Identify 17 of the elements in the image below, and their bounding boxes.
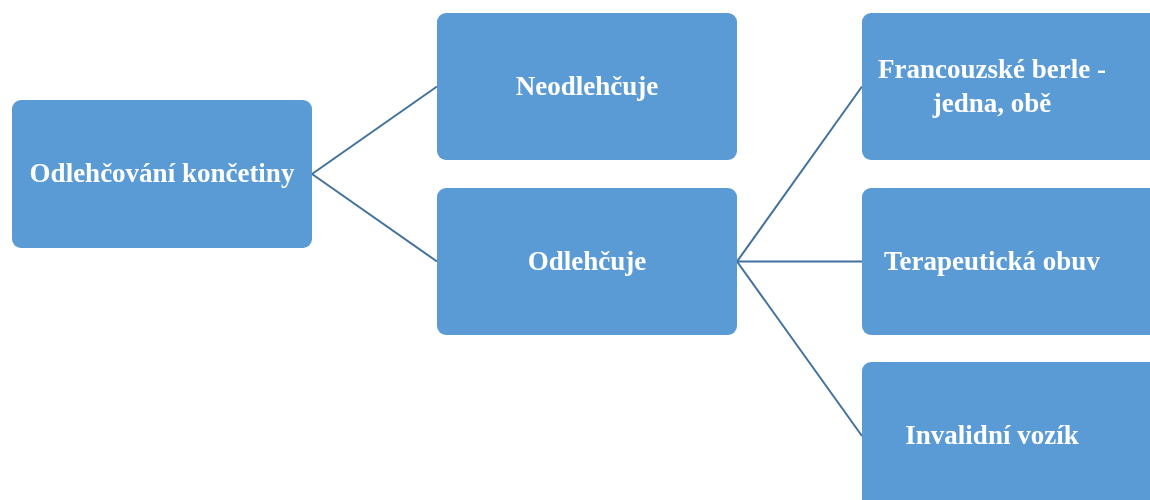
node-label: Neodlehčuje bbox=[515, 69, 659, 103]
connector-line bbox=[736, 260, 863, 437]
process-box bbox=[437, 13, 737, 160]
process-box bbox=[862, 13, 1150, 160]
node-label: Odlehčuje bbox=[527, 244, 647, 278]
process-box bbox=[12, 100, 312, 248]
node-label: Francouzské berle - jedna, obě bbox=[877, 52, 1107, 120]
connector-line bbox=[311, 85, 438, 175]
node-label: Terapeutická obuv bbox=[884, 244, 1100, 278]
node-label: Invalidní vozík bbox=[905, 419, 1079, 453]
connector-line bbox=[736, 85, 863, 263]
connector-line bbox=[311, 173, 438, 263]
node-label: Odlehčování končetiny bbox=[29, 157, 295, 191]
connector-line bbox=[736, 260, 863, 263]
process-box bbox=[862, 362, 1150, 500]
process-box bbox=[862, 188, 1150, 335]
process-box bbox=[437, 188, 737, 335]
